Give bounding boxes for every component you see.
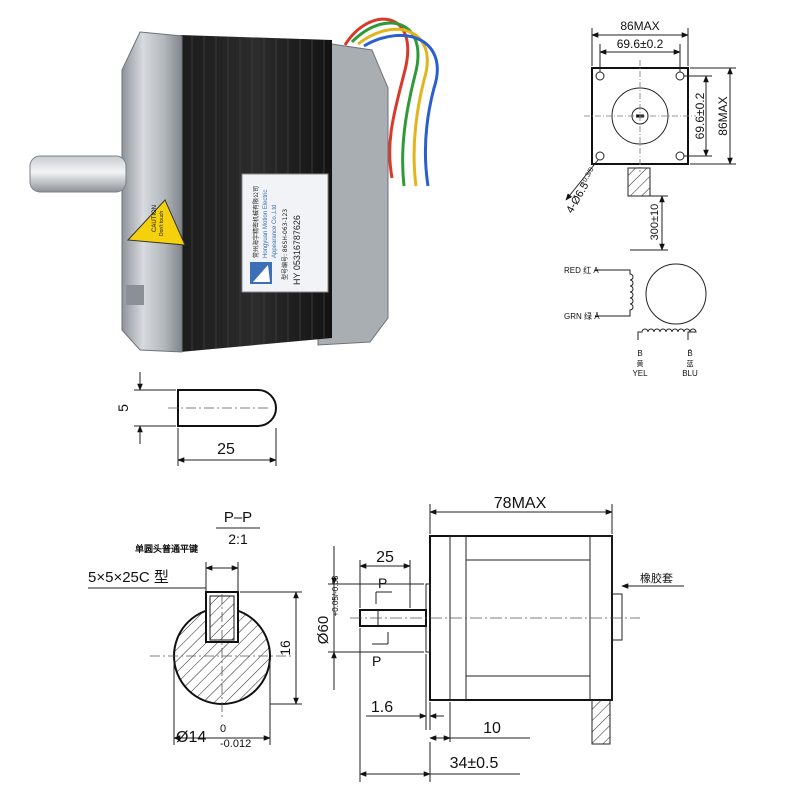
wire-b-color: YEL xyxy=(632,369,648,378)
dim-overall-height: 86MAX xyxy=(716,96,730,135)
wire-red-label: RED 红 A xyxy=(564,265,599,275)
section-scale: 2:1 xyxy=(228,531,248,547)
key-spec: 5×5×25C 型 xyxy=(88,569,169,586)
grommet xyxy=(611,593,623,641)
dim-key-width: 5 xyxy=(115,404,131,412)
grommet-note: 橡胶套 xyxy=(640,571,673,585)
dim-shaft-tol-lower: -0.012 xyxy=(220,738,251,750)
dim-shaft-length: 34±0.5 xyxy=(450,755,499,772)
dim-body-length: 78MAX xyxy=(494,495,547,512)
label-logo xyxy=(250,262,272,284)
dim-hole-pitch-h: 69.6±0.2 xyxy=(617,37,664,51)
dim-key-length: 25 xyxy=(217,441,235,458)
motor-photo: CAUTION Don't touch 常州海宇精密机械有限公司 Hongyua… xyxy=(29,17,439,353)
dim-lead-length: 300±10 xyxy=(649,204,661,241)
coil-a xyxy=(628,269,634,317)
section-marker-top: P xyxy=(378,575,387,591)
dim-shaft-tol-upper: 0 xyxy=(220,723,226,735)
key-outline xyxy=(177,389,277,427)
label-company-en: Hongyuan Motion Electric xyxy=(263,190,269,258)
wire-bbar-cn: 蓝 xyxy=(687,359,694,368)
dim-overall-width: 86MAX xyxy=(620,19,659,33)
dim-holes-tol: +0.3/0 xyxy=(580,166,596,187)
dim-boss-tol: +0.05/-0.03 xyxy=(331,575,340,616)
label-company-en2: Appearance Co.,Ltd xyxy=(272,205,278,258)
front-flange xyxy=(121,31,183,353)
cable-exit xyxy=(627,167,651,197)
dim-shaft-dia: Ø14 xyxy=(176,729,206,746)
section-marker-bottom: P xyxy=(372,653,381,669)
label-company-cn: 常州海宇精密机械有限公司 xyxy=(252,186,260,258)
dim-flange-thickness: 10 xyxy=(483,720,501,737)
caution-subtext: Don't touch xyxy=(159,211,165,236)
coil-b xyxy=(637,328,697,340)
wire-b-label: B xyxy=(637,349,642,358)
wire-bbar-label: B̄ xyxy=(687,349,692,358)
label-serial: HY 05316787626 xyxy=(292,215,302,285)
wire-b-cn: 黄 xyxy=(637,359,644,368)
cable-sleeve xyxy=(591,699,611,745)
key-note-cn: 单圆头普通平键 xyxy=(135,543,199,554)
dim-boss-height: 1.6 xyxy=(371,699,393,716)
rear-endcap xyxy=(317,41,389,346)
dim-side-key-length: 25 xyxy=(376,549,394,566)
label-model: 型号编号: 86SH-063-123 xyxy=(281,209,289,280)
section-title: P–P xyxy=(224,509,252,526)
caution-text: CAUTION xyxy=(152,205,158,232)
wire-grn-label: GRN 绿 Ā xyxy=(564,312,600,321)
side-view: 78MAX 25 P P Ø60 +0.05/-0.03 1.6 10 34±0… xyxy=(315,495,684,782)
section-view: P–P 2:1 单圆头普通平键 5×5×25C 型 16 Ø14 0 -0.01… xyxy=(88,509,302,750)
wiring-diagram: RED 红 A GRN 绿 Ā B 黄 YEL B̄ 蓝 BLU xyxy=(564,263,707,378)
front-view: 86MAX 69.6±0.2 69.6±0.2 86MAX 4-Ø6.5 +0.… xyxy=(564,19,736,251)
wire-bbar-color: BLU xyxy=(682,369,698,378)
motor-shaft xyxy=(29,155,127,193)
rotor-symbol xyxy=(645,263,707,325)
shaft-key-view: 5 25 xyxy=(115,372,277,466)
lead-wires xyxy=(343,17,439,187)
dim-boss-dia: Ø60 xyxy=(315,616,332,644)
flange-mount-hole xyxy=(126,285,144,305)
dim-hole-pitch-v: 69.6±0.2 xyxy=(693,92,707,139)
caution-sticker xyxy=(126,199,186,246)
dim-key-depth: 16 xyxy=(277,640,293,656)
